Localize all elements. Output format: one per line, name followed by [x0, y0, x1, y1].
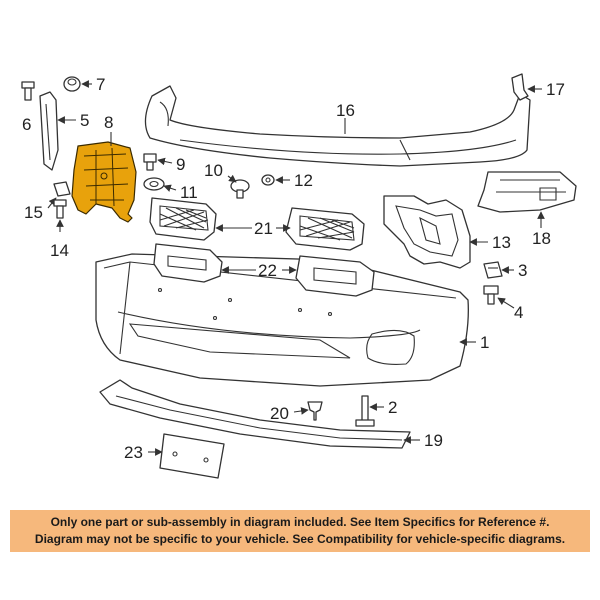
part-21-grille-insert-right [285, 207, 365, 251]
part-12-grommet [261, 174, 275, 186]
part-16-upper-cover [144, 85, 531, 167]
callout-9: 9 [176, 155, 185, 174]
callout-14: 14 [50, 241, 69, 260]
callout-11: 11 [180, 183, 198, 202]
part-15-nut [53, 181, 71, 197]
part-13-side-bracket [383, 195, 471, 269]
callout-13: 13 [492, 233, 511, 252]
callout-6: 6 [22, 115, 31, 134]
part-17-clip [511, 73, 529, 101]
part-20-push-clip [307, 401, 323, 421]
callout-8: 8 [104, 113, 113, 132]
callout-18: 18 [532, 229, 551, 248]
callout-2: 2 [388, 398, 397, 417]
callout-17: 17 [546, 80, 565, 99]
disclaimer-line-2: Diagram may not be specific to your vehi… [34, 532, 566, 546]
callout-21: 21 [254, 219, 273, 238]
callout-23: 23 [124, 443, 143, 462]
part-4-bolt [483, 285, 499, 305]
disclaimer-line-1: Only one part or sub-assembly in diagram… [50, 515, 550, 529]
callout-5: 5 [80, 111, 89, 130]
part-10-push-pin [230, 179, 250, 199]
callout-7: 7 [96, 75, 105, 94]
callout-1: 1 [480, 333, 489, 352]
part-23-license-bracket [159, 433, 225, 479]
callout-4: 4 [514, 303, 523, 322]
part-14-bolt [53, 199, 67, 219]
part-8-bumper-bracket-highlighted [71, 141, 137, 223]
part-5-side-strip [39, 91, 59, 171]
part-22-bezel-left [153, 243, 223, 283]
callout-22: 22 [258, 261, 277, 280]
callout-19: 19 [424, 431, 443, 450]
part-11-nut [143, 177, 165, 191]
part-18-fog-bracket [477, 171, 577, 213]
part-21-grille-insert-left [149, 197, 217, 241]
part-3-nut [483, 261, 503, 279]
part-22-bezel-right [295, 255, 375, 297]
leader-9 [157, 157, 173, 166]
leader-11 [163, 184, 177, 192]
leader-4 [497, 297, 515, 309]
callout-3: 3 [518, 261, 527, 280]
callout-16: 16 [336, 101, 355, 120]
part-2-stud [355, 395, 375, 427]
part-7-push-nut [63, 76, 81, 92]
part-9-bolt [143, 153, 157, 171]
callout-15: 15 [24, 203, 43, 222]
leader-10 [227, 174, 237, 183]
part-19-lower-valance [99, 379, 411, 449]
callout-10: 10 [204, 161, 223, 180]
part-1-front-bumper [95, 253, 469, 387]
disclaimer-banner: Only one part or sub-assembly in diagram… [10, 510, 590, 552]
callout-12: 12 [294, 171, 313, 190]
callout-20: 20 [270, 404, 289, 423]
leader-20 [293, 407, 309, 415]
part-6-bolt [21, 81, 35, 101]
